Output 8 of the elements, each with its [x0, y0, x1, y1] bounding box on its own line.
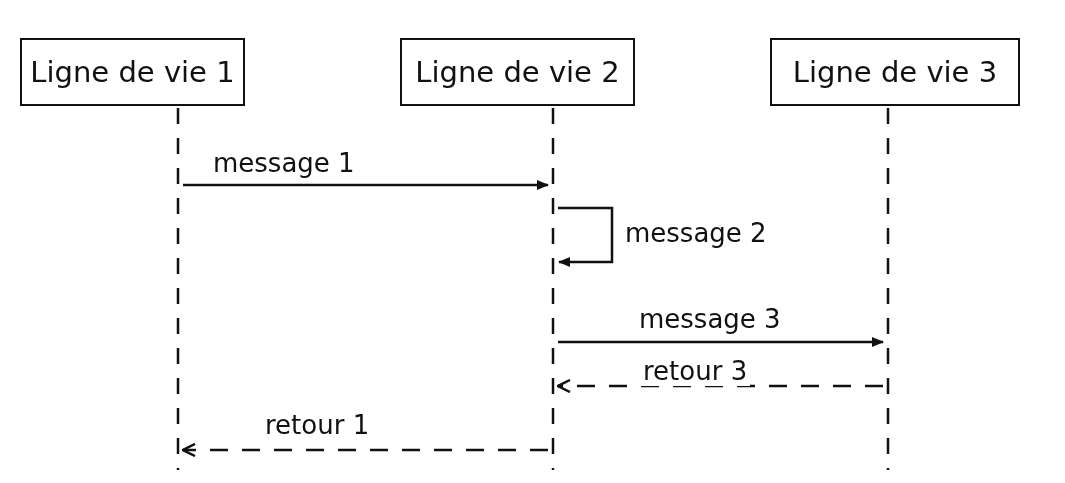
message-arrow: [183, 180, 549, 190]
message-arrow: [558, 337, 884, 347]
lifeline-head: Ligne de vie 3: [770, 38, 1020, 106]
lifeline-head: Ligne de vie 1: [20, 38, 245, 106]
return-arrow: [181, 442, 548, 458]
lifeline-head: Ligne de vie 2: [400, 38, 635, 106]
message-arrow: [558, 206, 614, 267]
return-arrow: [556, 378, 883, 394]
